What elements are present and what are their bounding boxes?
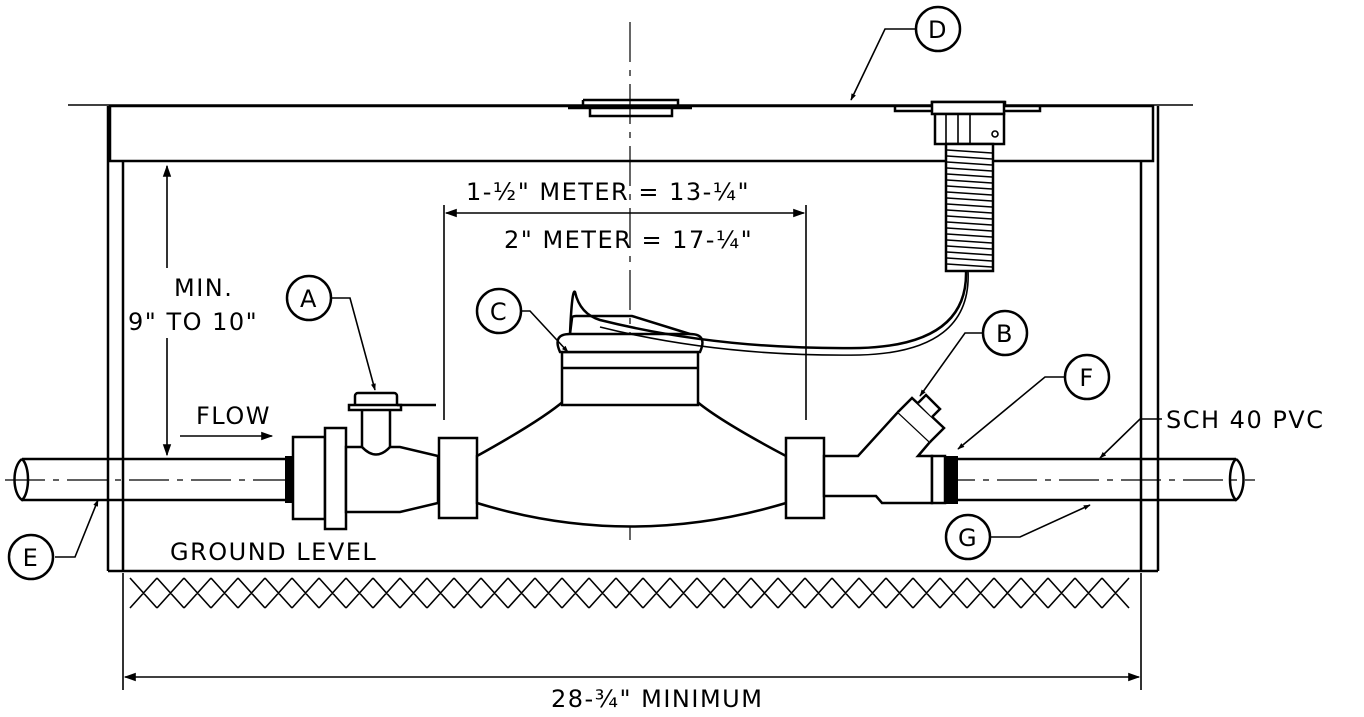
ball-valve	[285, 391, 440, 531]
strainer	[822, 393, 947, 505]
ground-level-label: GROUND LEVEL	[170, 538, 377, 566]
svg-text:G: G	[958, 524, 978, 552]
water-meter	[437, 314, 826, 528]
inlet-pipe	[13, 457, 285, 502]
svg-text:C: C	[490, 298, 508, 326]
meter-inlet-flange	[437, 436, 479, 520]
pipe-material-label: SCH 40 PVC	[1166, 406, 1324, 434]
outlet-pipe-thread	[945, 456, 958, 504]
svg-text:D: D	[928, 16, 948, 44]
soil-hatch-pattern	[129, 577, 1130, 609]
svg-text:B: B	[996, 320, 1014, 348]
svg-text:E: E	[23, 544, 40, 572]
soil-hatching	[129, 577, 1130, 609]
antenna-assembly	[568, 100, 1042, 356]
meter-outlet-flange	[784, 436, 826, 520]
callout-leaders	[55, 28, 1162, 558]
callout-f: F	[1063, 353, 1111, 401]
meter-length-dimension	[443, 205, 807, 420]
min-depth-label-line2: 9" TO 10"	[128, 308, 258, 336]
callout-e: E	[7, 533, 55, 581]
callout-a: A	[285, 274, 333, 322]
meter-2-length-label: 2" METER = 17-¼"	[504, 226, 753, 254]
antenna-thread-lines	[946, 149, 993, 268]
box-width-dimension	[122, 573, 1142, 690]
antenna-cable	[568, 270, 968, 350]
meter-register	[560, 350, 700, 407]
callout-c: C	[475, 287, 523, 335]
minimum-width-label: 28-¾" MINIMUM	[551, 685, 763, 713]
flow-label: FLOW	[196, 402, 271, 430]
callout-g: G	[944, 513, 992, 561]
inlet-thread	[285, 456, 293, 503]
callout-b: B	[981, 309, 1029, 357]
svg-text:F: F	[1079, 364, 1094, 392]
callout-d: D	[914, 5, 962, 53]
meter-1-5-length-label: 1-½" METER = 13-¼"	[466, 178, 750, 206]
min-depth-label-line1: MIN.	[174, 274, 233, 302]
box-lid	[108, 104, 1155, 163]
outlet-pipe	[945, 456, 1245, 504]
svg-text:A: A	[300, 285, 318, 313]
